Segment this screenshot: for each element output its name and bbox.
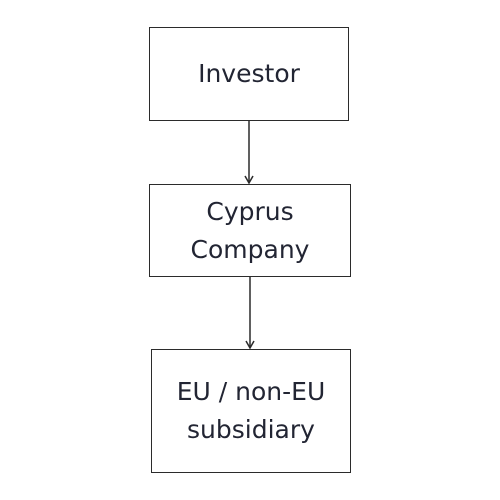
- investor-box: Investor: [149, 27, 349, 121]
- cyprus-company-box: Cyprus Company: [149, 184, 351, 277]
- subsidiary-label-line-1: EU / non-EU: [176, 377, 326, 406]
- cyprus-company-label-line-2: Company: [190, 234, 310, 264]
- subsidiary-box: EU / non-EU subsidiary: [151, 349, 351, 473]
- investor-label: Investor: [198, 59, 300, 88]
- subsidiary-label-line-2: subsidiary: [187, 415, 315, 444]
- cyprus-company-label-line-1: Cyprus: [206, 196, 294, 226]
